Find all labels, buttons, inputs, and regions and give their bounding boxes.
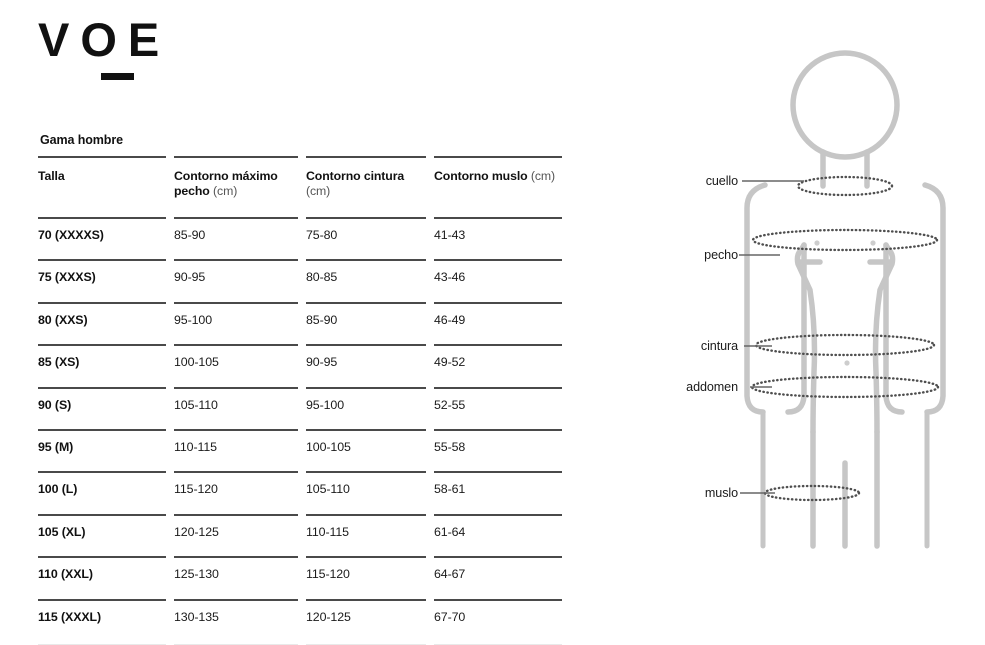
table-cell-pecho: 120-125	[174, 513, 298, 556]
diagram-label-pecho: pecho	[704, 248, 738, 262]
table-cell-talla: 95 (M)	[38, 428, 166, 471]
table-title: Gama hombre	[40, 133, 123, 147]
table-cell-cintura: 80-85	[306, 259, 426, 301]
head-outline	[790, 50, 900, 160]
table-cell-pecho: 90-95	[174, 259, 298, 301]
table-cell-cintura: 75-80	[306, 217, 426, 259]
table-cell-talla: 115 (XXXL)	[38, 598, 166, 645]
column-header-talla-label: Talla	[38, 169, 65, 183]
table-cell-pecho: 125-130	[174, 556, 298, 598]
column-header-muslo-unit: (cm)	[530, 169, 556, 183]
table-cell-muslo: 43-46	[434, 259, 562, 301]
measure-ring-cuello	[796, 175, 894, 197]
table-cell-talla: 70 (XXXXS)	[38, 217, 166, 259]
table-cell-muslo: 55-58	[434, 428, 562, 471]
arm-right-inner	[883, 242, 905, 415]
table-cell-cintura: 115-120	[306, 556, 426, 598]
table-cell-talla: 80 (XXS)	[38, 301, 166, 344]
table-cell-muslo: 58-61	[434, 471, 562, 513]
table-cell-pecho: 105-110	[174, 386, 298, 429]
column-header-cintura-label: Contorno cintura	[306, 169, 405, 183]
diagram-label-cuello: cuello	[705, 174, 738, 188]
torso-right-contour	[872, 242, 896, 435]
measure-ring-cintura	[754, 333, 936, 357]
table-cell-cintura: 120-125	[306, 598, 426, 645]
size-table: Talla Contorno máximo pecho (cm) Contorn…	[30, 156, 570, 645]
measure-ring-addomen	[750, 375, 940, 399]
brand-logo: VOE	[38, 14, 198, 84]
diagram-label-muslo: muslo	[704, 486, 738, 500]
leader-lines	[739, 180, 804, 494]
measure-ring-pecho	[751, 228, 939, 252]
table-cell-cintura: 95-100	[306, 386, 426, 429]
arm-right-outline	[922, 182, 946, 415]
table-cell-cintura: 105-110	[306, 471, 426, 513]
table-cell-muslo: 64-67	[434, 556, 562, 598]
table-cell-talla: 85 (XS)	[38, 344, 166, 386]
size-table-block: Gama hombre Talla Contorno máximo pecho …	[38, 133, 562, 645]
body-measurement-diagram: cuello pecho cintura addomen muslo	[620, 0, 985, 569]
table-cell-talla: 105 (XL)	[38, 513, 166, 556]
brand-underbar	[101, 73, 134, 80]
table-cell-cintura: 85-90	[306, 301, 426, 344]
table-cell-pecho: 85-90	[174, 217, 298, 259]
brand-wordmark: VOE	[38, 13, 171, 66]
column-header-cintura-unit: (cm)	[306, 184, 331, 198]
table-cell-muslo: 61-64	[434, 513, 562, 556]
diagram-label-cintura: cintura	[700, 339, 738, 353]
table-cell-cintura: 110-115	[306, 513, 426, 556]
column-header-muslo-label: Contorno muslo	[434, 169, 528, 183]
column-header-muslo: Contorno muslo (cm)	[434, 156, 562, 217]
table-cell-muslo: 67-70	[434, 598, 562, 645]
table-cell-cintura: 100-105	[306, 428, 426, 471]
column-header-talla: Talla	[38, 156, 166, 217]
body-figure-svg	[739, 50, 946, 549]
table-header-row: Talla Contorno máximo pecho (cm) Contorn…	[38, 156, 562, 217]
table-cell-pecho: 100-105	[174, 344, 298, 386]
table-cell-cintura: 90-95	[306, 344, 426, 386]
table-cell-pecho: 95-100	[174, 301, 298, 344]
table-cell-talla: 75 (XXXS)	[38, 259, 166, 301]
table-cell-muslo: 52-55	[434, 386, 562, 429]
table-cell-muslo: 49-52	[434, 344, 562, 386]
column-header-pecho: Contorno máximo pecho (cm)	[174, 156, 298, 217]
torso-left-contour	[794, 242, 818, 435]
table-cell-talla: 100 (L)	[38, 471, 166, 513]
column-header-cintura: Contorno cintura (cm)	[306, 156, 426, 217]
table-cell-talla: 110 (XXL)	[38, 556, 166, 598]
table-cell-pecho: 110-115	[174, 428, 298, 471]
diagram-label-addomen: addomen	[686, 380, 738, 394]
table-cell-pecho: 130-135	[174, 598, 298, 645]
column-header-pecho-unit: (cm)	[213, 184, 238, 198]
arm-left-outline	[744, 182, 768, 415]
reference-dots	[814, 240, 876, 366]
table-cell-muslo: 46-49	[434, 301, 562, 344]
table-cell-muslo: 41-43	[434, 217, 562, 259]
table-cell-talla: 90 (S)	[38, 386, 166, 429]
table-cell-pecho: 115-120	[174, 471, 298, 513]
column-header-pecho-label: Contorno máximo pecho	[174, 169, 278, 198]
